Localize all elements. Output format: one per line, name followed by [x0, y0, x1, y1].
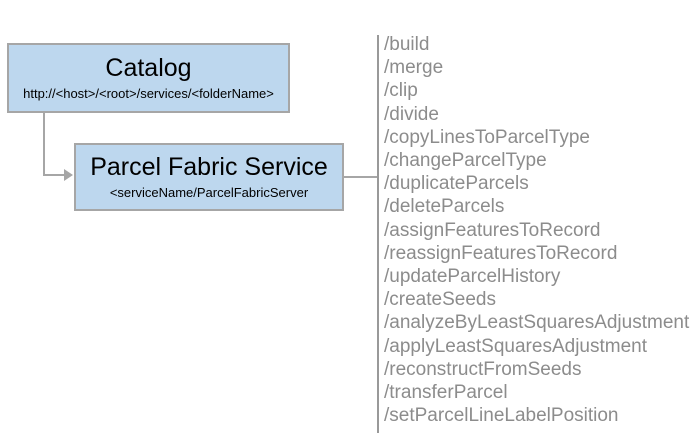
service-to-endpoints-connector	[343, 176, 377, 178]
endpoint-item: /reassignFeaturesToRecord	[384, 242, 618, 264]
endpoint-list: /build/merge/clip/divide/copyLinesToParc…	[384, 33, 689, 427]
parcel-fabric-service-url-pattern: <serviceName/ParcelFabricServer	[109, 184, 309, 200]
endpoint-item: /merge	[384, 57, 444, 79]
endpoint-item: /reconstructFromSeeds	[384, 358, 582, 380]
endpoint-item: /duplicateParcels	[384, 173, 529, 195]
endpoint-item: /transferParcel	[384, 382, 508, 404]
catalog-title: Catalog	[105, 54, 192, 83]
parcel-fabric-service-node: Parcel Fabric Service <serviceName/Parce…	[74, 143, 344, 211]
catalog-to-service-connector-vertical	[43, 113, 45, 175]
endpoint-item: /analyzeByLeastSquaresAdjustment	[384, 312, 690, 334]
catalog-url-pattern: http://<host>/<root>/services/<folderNam…	[23, 85, 274, 101]
endpoint-item: /setParcelLineLabelPosition	[384, 405, 619, 427]
endpoint-item: /copyLinesToParcelType	[384, 126, 590, 148]
arrowhead-icon	[64, 169, 73, 181]
endpoint-item: /divide	[384, 103, 439, 125]
endpoint-item: /updateParcelHistory	[384, 266, 561, 288]
parcel-fabric-service-title: Parcel Fabric Service	[90, 153, 328, 182]
endpoint-list-line	[377, 35, 379, 433]
endpoint-item: /changeParcelType	[384, 150, 547, 172]
endpoint-item: /createSeeds	[384, 289, 496, 311]
endpoint-item: /deleteParcels	[384, 196, 505, 218]
catalog-to-service-connector-horizontal	[43, 174, 64, 176]
endpoint-item: /build	[384, 34, 430, 55]
endpoint-item: /clip	[384, 80, 418, 102]
endpoint-item: /applyLeastSquaresAdjustment	[384, 335, 647, 357]
catalog-node: Catalog http://<host>/<root>/services/<f…	[7, 43, 290, 113]
endpoint-item: /assignFeaturesToRecord	[384, 219, 601, 241]
